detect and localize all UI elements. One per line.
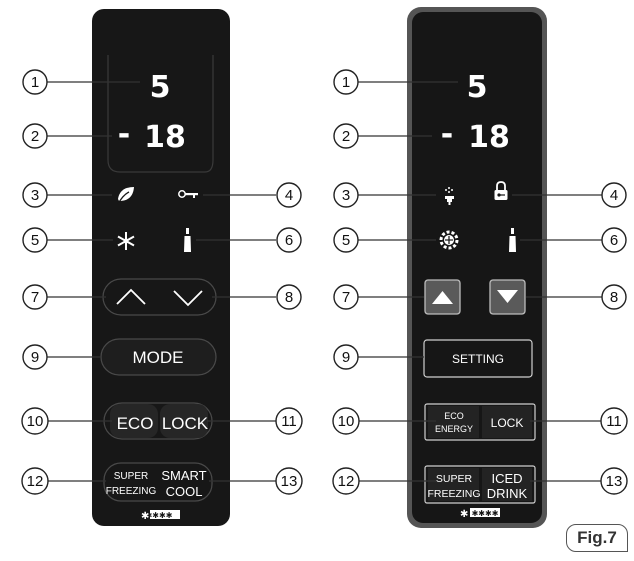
chevron-up-icon xyxy=(116,288,146,305)
callout-lines xyxy=(45,81,602,482)
left-star-rating: ✱✱✱✱ xyxy=(146,511,173,520)
smart-cool-label-line1: SMART xyxy=(161,468,206,483)
iced-drink-label-line2: DRINK xyxy=(487,486,528,501)
smart-cool-button[interactable]: SMART COOL xyxy=(161,468,206,499)
callout-number: 8 xyxy=(610,289,618,306)
right-super-iced-outline xyxy=(424,465,536,504)
callout-number: 2 xyxy=(31,128,39,145)
callout-numbers-right: 1 2 3 4 5 6 7 8 9 10 11 12 13 xyxy=(338,74,623,490)
callout-number: 9 xyxy=(342,349,350,366)
callout-circles xyxy=(21,69,628,495)
right-panel-body xyxy=(412,12,542,523)
eco-energy-label-line2: ENERGY xyxy=(435,424,473,434)
right-eco-lock-outline xyxy=(424,403,536,441)
super-freezing-label-line1: SUPER xyxy=(436,473,473,485)
callout-number: 3 xyxy=(342,187,350,204)
callout-number: 10 xyxy=(338,413,355,430)
callout-number: 13 xyxy=(606,473,623,490)
left-panel-body xyxy=(92,9,230,526)
arrow-up-icon xyxy=(432,291,453,304)
super-freezing-button[interactable]: SUPER FREEZING xyxy=(106,471,157,497)
svg-text:✱: ✱ xyxy=(460,509,468,520)
left-super-smart-outline xyxy=(103,462,213,502)
lock-button[interactable]: LOCK xyxy=(482,406,532,438)
super-freezing-label-line1: SUPER xyxy=(114,471,148,482)
eco-energy-label-line1: ECO xyxy=(444,411,464,421)
right-display-minus: - xyxy=(441,117,453,152)
super-freezing-label-line2: FREEZING xyxy=(106,486,157,497)
right-panel: 5 - 18 xyxy=(407,7,547,528)
callout-numbers-left: 1 2 3 4 5 6 7 8 9 10 11 12 13 xyxy=(27,74,298,490)
eco-button[interactable]: ECO xyxy=(110,404,158,438)
eco-energy-button[interactable]: ECO ENERGY xyxy=(428,406,479,438)
callout-number: 5 xyxy=(31,232,39,249)
left-star-rating-badge: ✱✱✱✱ ✱ xyxy=(141,510,180,522)
lock-button-label: LOCK xyxy=(491,416,524,430)
down-button[interactable] xyxy=(489,279,526,315)
callout-number: 3 xyxy=(31,187,39,204)
super-freezing-button[interactable]: SUPER FREEZING xyxy=(427,468,481,501)
callout-number: 13 xyxy=(281,473,298,490)
padlock-icon xyxy=(494,181,508,200)
eco-button-label: ECO xyxy=(117,414,154,433)
callout-number: 8 xyxy=(285,289,293,306)
callout-number: 7 xyxy=(342,289,350,306)
leaf-icon xyxy=(117,187,134,205)
setting-button-label: SETTING xyxy=(452,352,504,366)
callout-number: 1 xyxy=(342,74,350,91)
callout-number: 7 xyxy=(31,289,39,306)
super-freezing-label-line2: FREEZING xyxy=(427,488,480,500)
callout-number: 1 xyxy=(31,74,39,91)
key-icon xyxy=(178,190,198,198)
svg-text:✱: ✱ xyxy=(141,511,149,522)
left-display-frame xyxy=(107,55,214,173)
left-panel: 5 - 18 xyxy=(92,9,230,526)
mode-button-label: MODE xyxy=(133,348,184,367)
mode-button[interactable]: MODE xyxy=(100,338,217,376)
figure-label: Fig.7 xyxy=(566,524,628,552)
callout-number: 11 xyxy=(281,413,297,430)
callout-number: 4 xyxy=(285,187,293,204)
callout-number: 11 xyxy=(606,413,622,430)
callout-number: 4 xyxy=(610,187,618,204)
callout-number: 5 xyxy=(342,232,350,249)
down-button[interactable] xyxy=(173,290,203,307)
right-star-rating-badge: ✱✱✱✱ ✱ xyxy=(460,508,500,520)
chevron-down-icon xyxy=(173,290,203,307)
callout-number: 12 xyxy=(338,473,355,490)
left-display-top-digit: 5 xyxy=(150,70,171,105)
callout-number: 6 xyxy=(610,232,618,249)
bottle-icon xyxy=(509,228,516,252)
lock-button-label: LOCK xyxy=(162,414,209,433)
iced-drink-button[interactable]: ICED DRINK xyxy=(482,468,532,501)
up-button[interactable] xyxy=(424,279,461,315)
ice-maker-icon xyxy=(445,187,454,205)
callout-number: 6 xyxy=(285,232,293,249)
gear-snowflake-icon xyxy=(439,230,459,250)
arrow-down-icon xyxy=(497,290,518,303)
smart-cool-label-line2: COOL xyxy=(166,484,203,499)
bottle-icon xyxy=(184,228,191,252)
left-display-minus: - xyxy=(118,117,130,152)
callout-number: 2 xyxy=(342,128,350,145)
snowflake-icon xyxy=(117,232,135,250)
up-button[interactable] xyxy=(116,288,146,305)
left-display-temperature: 18 xyxy=(144,120,186,155)
lock-button[interactable]: LOCK xyxy=(160,404,209,438)
right-star-rating: ✱✱✱✱ xyxy=(472,509,499,518)
right-display-top-digit: 5 xyxy=(467,70,488,105)
setting-button[interactable]: SETTING xyxy=(423,339,533,378)
callout-number: 12 xyxy=(27,473,44,490)
callout-number: 9 xyxy=(31,349,39,366)
right-display-temperature: 18 xyxy=(468,120,510,155)
callout-number: 10 xyxy=(27,413,44,430)
iced-drink-label-line1: ICED xyxy=(491,471,522,486)
